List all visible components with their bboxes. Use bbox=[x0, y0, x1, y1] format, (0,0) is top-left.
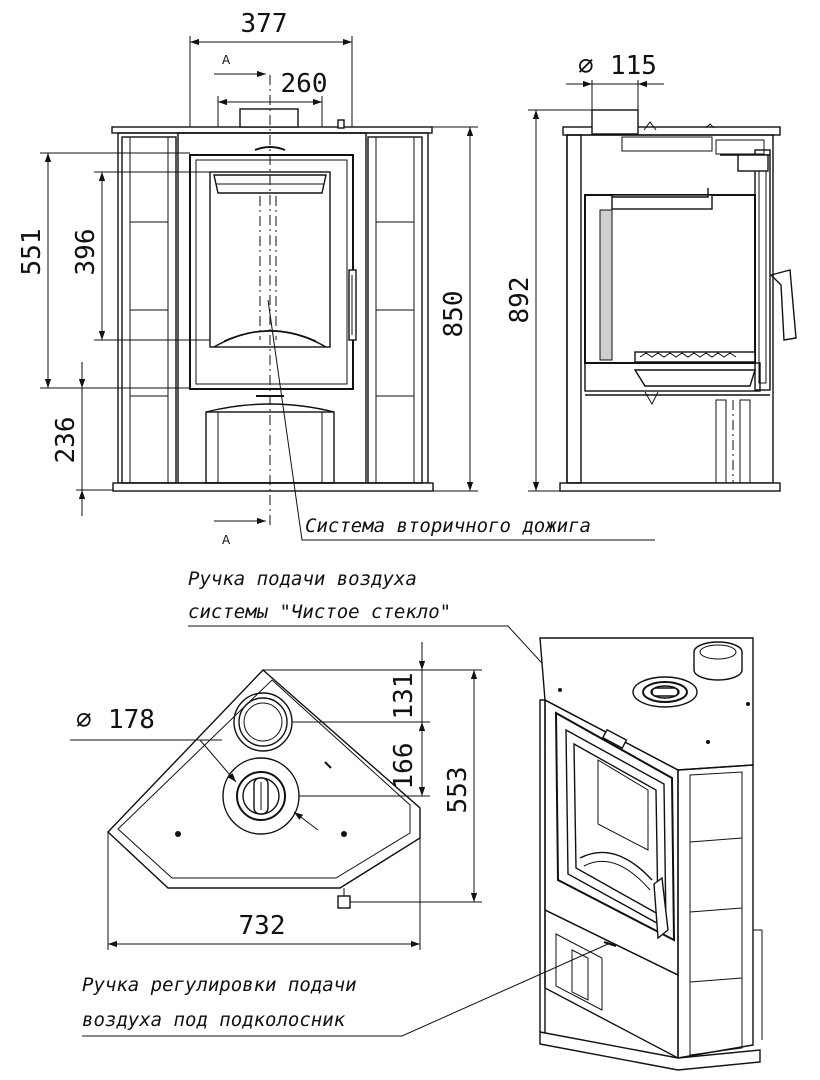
dim-178: 178 bbox=[108, 705, 155, 735]
caption-secondary-burn: Система вторичного дожига bbox=[305, 515, 591, 537]
dim-236: 236 bbox=[51, 417, 81, 464]
caption-clean-glass-line1: Ручка подачи воздуха bbox=[188, 568, 417, 590]
dim-850: 850 bbox=[439, 291, 469, 338]
dim-166: 166 bbox=[389, 743, 419, 790]
top-view-dimensions: ⌀ 178 131 166 553 732 bbox=[76, 642, 482, 950]
dim-377: 377 bbox=[241, 9, 288, 39]
side-section-view bbox=[559, 109, 797, 492]
section-mark-bottom: A bbox=[222, 533, 231, 547]
dim-396: 396 bbox=[71, 229, 101, 276]
front-view bbox=[111, 75, 655, 541]
diameter-symbol-178: ⌀ bbox=[76, 705, 92, 735]
dim-260: 260 bbox=[281, 69, 328, 99]
section-mark-top: A bbox=[222, 53, 231, 67]
dim-115: 115 bbox=[610, 51, 657, 81]
dim-551: 551 bbox=[17, 229, 47, 276]
front-view-dimensions: 377 260 A A 551 396 236 850 bbox=[17, 9, 478, 547]
dim-131: 131 bbox=[389, 673, 419, 720]
caption-grate-air-line2: воздуха под подколосник bbox=[82, 1009, 346, 1031]
dim-732: 732 bbox=[239, 911, 286, 941]
diameter-symbol-115: ⌀ bbox=[578, 51, 594, 81]
side-view-dimensions: ⌀ 115 892 bbox=[505, 51, 664, 492]
caption-grate-air-line1: Ручка регулировки подачи bbox=[82, 974, 357, 996]
dim-553: 553 bbox=[443, 767, 473, 814]
dim-892: 892 bbox=[505, 277, 535, 324]
isometric-view bbox=[539, 637, 763, 1071]
caption-clean-glass-line2: системы "Чистое стекло" bbox=[188, 601, 451, 623]
